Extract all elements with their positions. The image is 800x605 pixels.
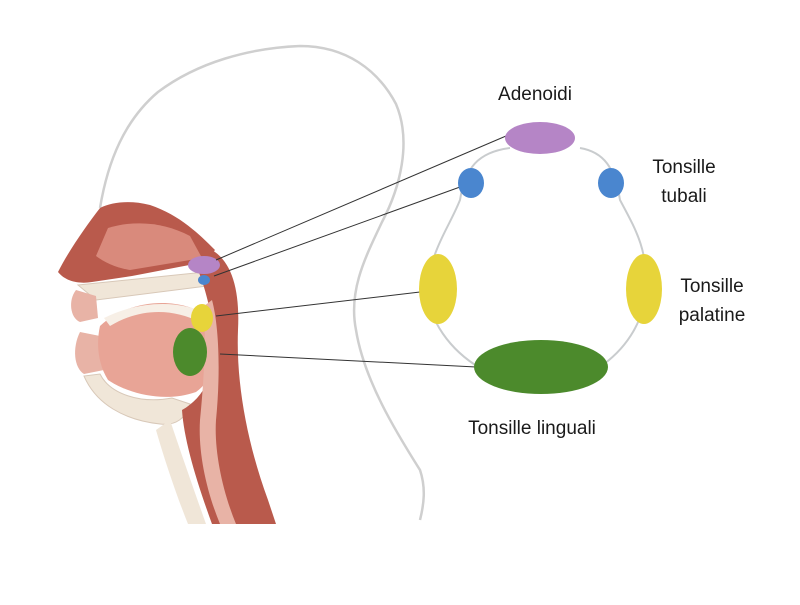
tubal-tonsil-right (598, 168, 624, 198)
palatine-tonsil-anatomy (191, 304, 213, 332)
label-tubali-line1: Tonsille (652, 157, 715, 178)
airway (199, 300, 236, 524)
lingual-tonsil-anatomy (173, 328, 207, 376)
leader-adenoidi (215, 135, 507, 261)
adenoid-anatomy (188, 256, 220, 274)
leader-palatine (215, 291, 421, 317)
throat-front (156, 420, 206, 524)
head-outline (98, 44, 425, 521)
waldeyer-ring (426, 147, 648, 369)
label-linguali: Tonsille linguali (468, 418, 596, 439)
palatine-tonsil-left (419, 254, 457, 324)
tubal-tonsil-anatomy (198, 275, 210, 285)
upper-lip (71, 290, 98, 322)
lower-lip (75, 332, 104, 374)
leader-tubali (213, 186, 461, 277)
label-palatine-line2: palatine (679, 305, 746, 326)
label-adenoidi: Adenoidi (498, 84, 572, 105)
adenoid-shape (505, 122, 575, 154)
leader-linguali (219, 353, 477, 368)
label-palatine-line1: Tonsille (680, 276, 743, 297)
tubal-tonsil-left (458, 168, 484, 198)
lingual-tonsil-shape (474, 340, 608, 394)
label-tubali-line2: tubali (661, 186, 706, 207)
nasal-cavity (96, 223, 202, 270)
oral-cavity-gap (104, 303, 208, 326)
palatine-tonsil-right (626, 254, 662, 324)
